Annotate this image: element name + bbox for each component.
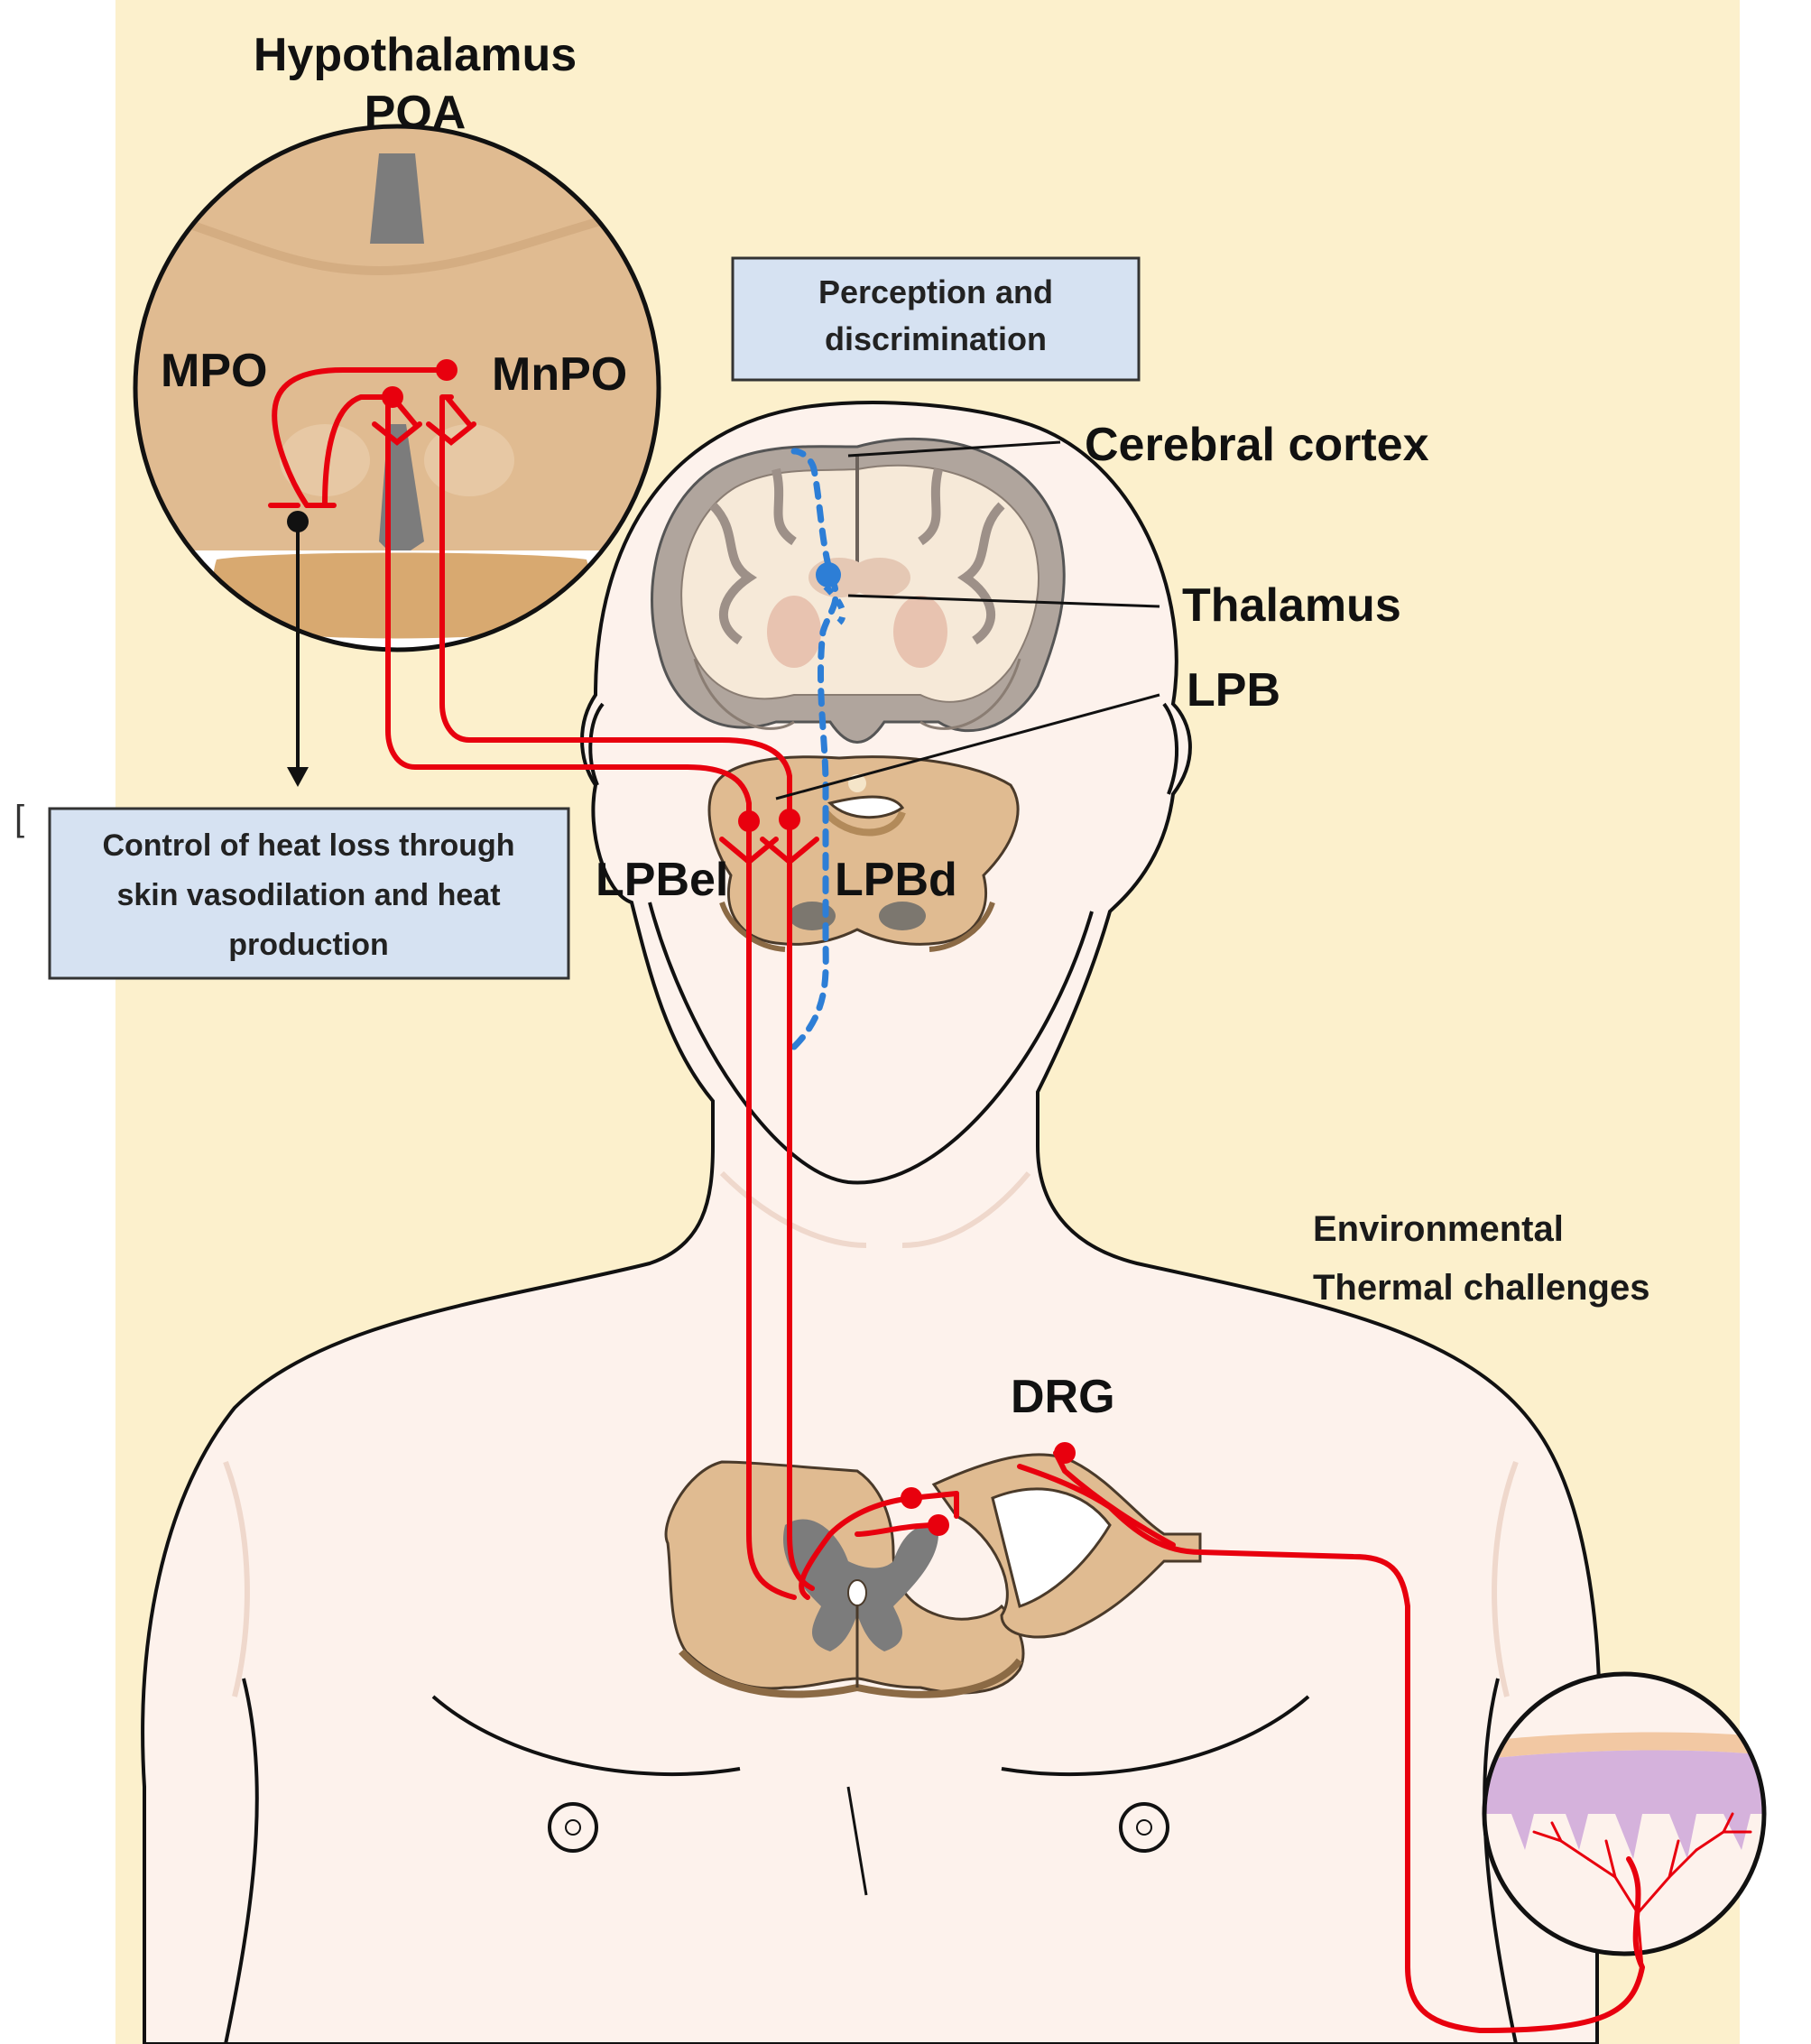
control-output-arrow bbox=[287, 511, 309, 787]
brainstem-section bbox=[707, 755, 1020, 952]
lpbel-label: LPBel bbox=[596, 854, 728, 906]
lpbd-node bbox=[779, 809, 800, 830]
mnpo-label: MnPO bbox=[492, 348, 627, 401]
left-nipple bbox=[548, 1802, 598, 1853]
cerebral-cortex-label: Cerebral cortex bbox=[1085, 419, 1429, 471]
poa-label: POA bbox=[365, 87, 467, 139]
hypothalamus-label: Hypothalamus bbox=[254, 29, 577, 81]
drg-label: DRG bbox=[1011, 1371, 1115, 1423]
lpb-label: LPB bbox=[1187, 664, 1280, 717]
mnpo-node bbox=[436, 359, 457, 381]
perception-line-2: discrimination bbox=[825, 320, 1047, 357]
human-body-outline bbox=[141, 401, 1602, 2044]
lpb-receptor-forks bbox=[372, 421, 819, 865]
environmental-label-line-1: Environmental bbox=[1313, 1209, 1564, 1249]
drg-node bbox=[1054, 1442, 1076, 1464]
control-line-2: skin vasodilation and heat bbox=[116, 878, 500, 912]
mpo-label: MPO bbox=[161, 345, 267, 397]
skin-section-magnifier bbox=[1482, 1671, 1767, 1956]
dorsal-horn-node-1 bbox=[901, 1487, 922, 1509]
control-box: Control of heat loss through skin vasodi… bbox=[48, 807, 570, 980]
spinal-cord-cross-section bbox=[664, 1453, 1202, 1698]
thermal-pathway-red bbox=[268, 367, 1645, 2033]
right-nipple bbox=[1119, 1802, 1169, 1853]
thalamus-blue-node bbox=[816, 562, 841, 587]
dorsal-horn-node-2 bbox=[928, 1514, 949, 1536]
coronal-brain-section bbox=[651, 437, 1066, 744]
stray-bracket: [ bbox=[14, 799, 24, 838]
control-line-1: Control of heat loss through bbox=[102, 828, 514, 863]
lpbd-label: LPBd bbox=[835, 854, 957, 906]
lpbel-node bbox=[738, 810, 760, 832]
control-line-3: production bbox=[228, 928, 389, 962]
perception-pathway-blue bbox=[790, 448, 846, 1050]
red-synapse-nodes bbox=[382, 359, 1076, 1536]
mpo-node bbox=[382, 386, 403, 408]
skin-capillaries bbox=[1532, 1812, 1752, 1969]
perception-box: Perception and discrimination bbox=[731, 256, 1141, 382]
perception-line-1: Perception and bbox=[818, 273, 1053, 310]
leader-lines bbox=[775, 440, 1160, 800]
thalamus-label: Thalamus bbox=[1182, 579, 1401, 632]
environmental-label-line-2: Thermal challenges bbox=[1313, 1268, 1649, 1308]
